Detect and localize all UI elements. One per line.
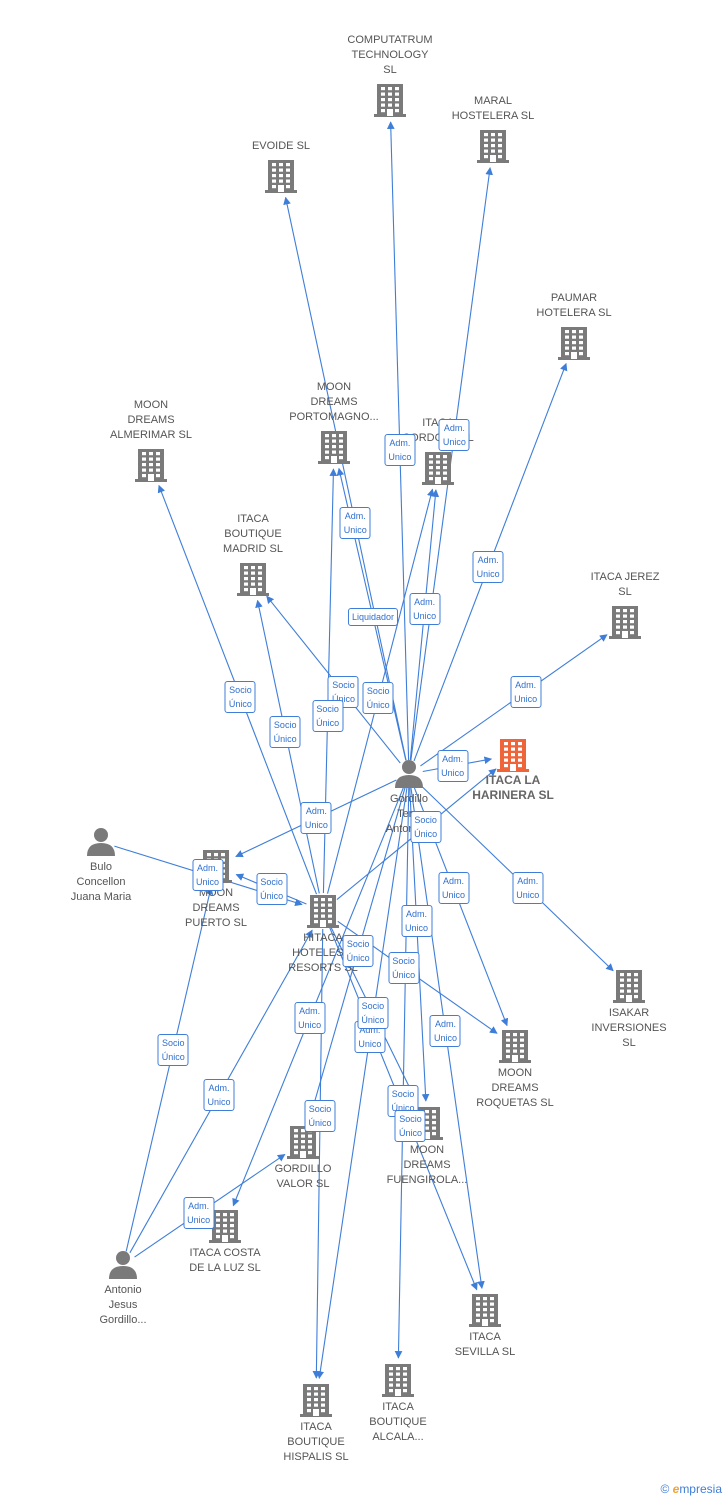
node-label-itaca_madrid[interactable]: ITACA BOUTIQUE MADRID SL [223,513,283,555]
edge-label-gordillo-evoide[interactable]: Adm. Unico [339,506,371,539]
edge-label-gordillo-itaca_harinera[interactable]: Adm. Unico [437,750,469,783]
edge-label-gordillo-itaca_cordoba[interactable]: Adm. Unico [409,592,441,625]
building-icon-hitaca[interactable] [307,895,339,928]
edge-label-hitaca-moon_roquetas[interactable]: Socio Único [388,951,420,984]
edge-label-hitaca-moon_puerto[interactable]: Socio Único [256,873,288,906]
building-icon-maral[interactable] [477,130,509,163]
node-label-gordillo_valor[interactable]: GORDILLO VALOR SL [274,1163,332,1190]
node-label-moon_roquetas[interactable]: MOON DREAMS ROQUETAS SL [476,1067,554,1109]
building-icon-moon_portomagno[interactable] [318,431,350,464]
node-label-evoide[interactable]: EVOIDE SL [251,140,311,152]
edge-label-gordillo-itaca_jerez[interactable]: Adm. Unico [510,675,542,708]
edge-gordillo-itaca_cordoba [409,489,440,761]
node-label-itaca_costa[interactable]: ITACA COSTA DE LA LUZ SL [189,1247,261,1274]
node-label-antonio[interactable]: Antonio Jesus Gordillo... [99,1284,147,1326]
node-label-paumar[interactable]: PAUMAR HOTELERA SL [536,292,612,319]
edge-gordillo-itaca_alcala [394,787,410,1359]
node-label-moon_fuengirola[interactable]: MOON DREAMS FUENGIROLA... [386,1144,468,1186]
edge-label-hitaca-itaca_harinera[interactable]: Socio Único [410,810,442,843]
node-label-maral[interactable]: MARAL HOSTELERA SL [451,95,535,122]
node-label-itaca_jerez[interactable]: ITACA JEREZ SL [590,571,660,598]
building-icon-paumar[interactable] [558,327,590,360]
edge-label-gordillo-isakar[interactable]: Adm. Unico [512,872,544,905]
building-icon-itaca_hispalis[interactable] [300,1384,332,1417]
edge-label-antonio-gordillo_valor[interactable]: Adm. Unico [183,1197,215,1230]
edge-label-gordillo-itaca_sevilla[interactable]: Adm. Unico [429,1015,461,1048]
node-label-computatrum[interactable]: COMPUTATRUM TECHNOLOGY SL [347,34,433,76]
node-label-moon_portomagno[interactable]: MOON DREAMS PORTOMAGNO... [289,381,379,423]
node-label-itaca_harinera[interactable]: ITACA LA HARINERA SL [472,773,554,802]
building-icon-itaca_sevilla[interactable] [469,1294,501,1327]
building-icon-itaca_alcala[interactable] [382,1364,414,1397]
brand-initial: e [672,1482,680,1496]
edge-gordillo-itaca_hispalis [316,787,408,1380]
edge-label-hitaca-itaca_sevilla[interactable]: Socio Único [394,1110,426,1143]
person-icon-bulo[interactable] [87,828,115,856]
node-label-hitaca[interactable]: HITACA HOTELES & RESORTS SL [288,932,358,974]
edge-hitaca-itaca_hispalis [312,928,324,1379]
person-icon-gordillo[interactable] [395,760,423,788]
edge-label-antonio-hitaca[interactable]: Adm. Unico [203,1079,235,1112]
node-label-bulo[interactable]: Bulo Concellon Juana Maria [70,861,132,903]
copyright-symbol: © [660,1482,670,1496]
edge-gordillo-itaca_costa [232,786,405,1207]
edge-antonio-moon_puerto [125,886,214,1252]
building-icon-itaca_madrid[interactable] [237,563,269,596]
nodes-layer [87,84,645,1417]
brand-watermark: © empresia [660,1482,722,1496]
building-icon-itaca_costa[interactable] [209,1210,241,1243]
edge-label-gordillo-moon_puerto[interactable]: Adm. Unico [300,802,332,835]
building-icon-moon_roquetas[interactable] [499,1030,531,1063]
node-label-itaca_hispalis[interactable]: ITACA BOUTIQUE HISPALIS SL [283,1421,349,1463]
node-label-isakar[interactable]: ISAKAR INVERSIONES SL [591,1007,667,1049]
edge-label-gordillo-gordillo_valor[interactable]: Socio Único [342,934,374,967]
edge-label-hitaca-moon_portomagno[interactable]: Socio Único [312,700,344,733]
building-icon-itaca_cordoba[interactable] [422,452,454,485]
edge-label-bulo-hitaca[interactable]: Adm. Unico [192,859,224,892]
person-icon-antonio[interactable] [109,1251,137,1279]
edge-label-gordillo-computatrum[interactable]: Adm. Unico [384,434,416,467]
building-icon-computatrum[interactable] [374,84,406,117]
node-label-itaca_sevilla[interactable]: ITACA SEVILLA SL [454,1331,516,1358]
edge-label-antonio-moon_puerto[interactable]: Socio Único [157,1033,189,1066]
building-icon-itaca_jerez[interactable] [609,606,641,639]
edge-label-hitaca-itaca_madrid[interactable]: Socio Único [269,715,301,748]
edge-label-hitaca-moon_fuengirola[interactable]: Socio Único [357,996,389,1029]
node-label-moon_almerimar[interactable]: MOON DREAMS ALMERIMAR SL [110,399,192,441]
edge-label-hitaca-itaca_hispalis[interactable]: Socio Único [304,1100,336,1133]
edge-label-gordillo-maral[interactable]: Adm. Unico [438,418,470,451]
building-icon-itaca_harinera[interactable] [497,739,529,772]
edge-label-gordillo-itaca_costa[interactable]: Adm. Unico [294,1002,326,1035]
edge-label-gordillo-moon_portomagno[interactable]: Liquidador [347,608,399,627]
brand-name: mpresia [679,1482,722,1496]
edge-label-hitaca-moon_almerimar[interactable]: Socio Único [224,680,256,713]
edge-label-gordillo-moon_roquetas[interactable]: Adm. Unico [438,872,470,905]
edge-label-gordillo-paumar[interactable]: Adm. Unico [472,551,504,584]
edge-label-gordillo-moon_fuengirola[interactable]: Adm. Unico [401,904,433,937]
edge-label-hitaca-itaca_cordoba[interactable]: Socio Único [362,682,394,715]
building-icon-isakar[interactable] [613,970,645,1003]
building-icon-evoide[interactable] [265,160,297,193]
node-label-gordillo[interactable]: Gordillo Tena Antonio... [385,793,433,835]
edge-label-gordillo-itaca_madrid[interactable]: Socio Único [327,676,359,709]
node-label-itaca_alcala[interactable]: ITACA BOUTIQUE ALCALA... [369,1401,427,1443]
building-icon-moon_almerimar[interactable] [135,449,167,482]
